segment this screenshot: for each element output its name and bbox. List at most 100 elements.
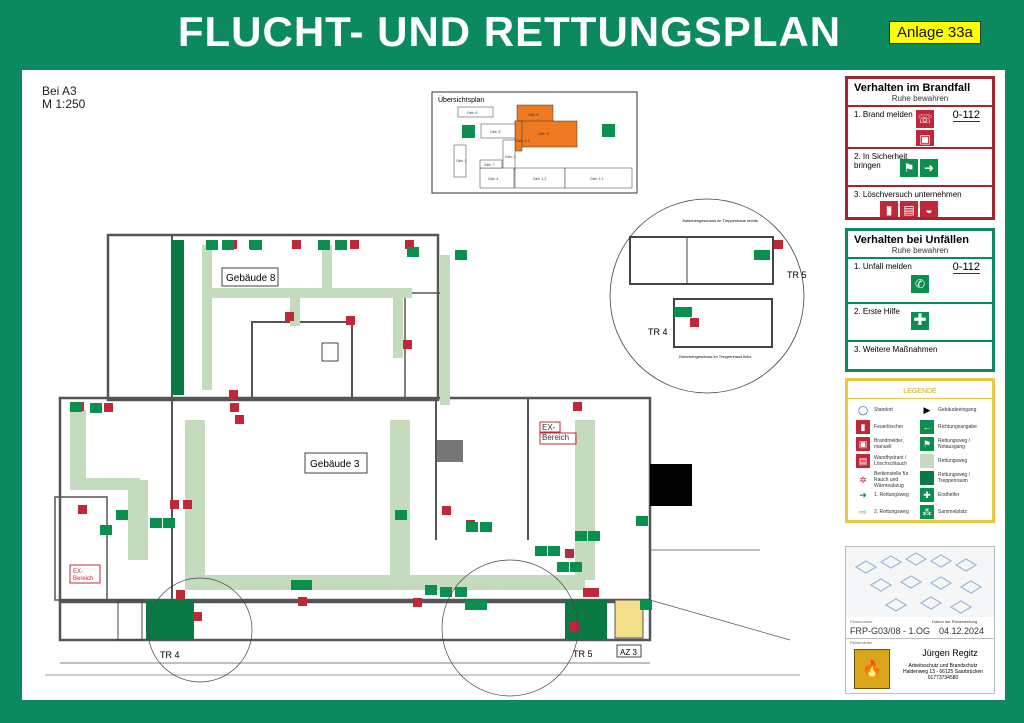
legend-label: Sammelplatz (938, 509, 967, 515)
building-8-label: Gebäude 8 (226, 273, 276, 284)
fire-equipment-sign-icon (442, 506, 451, 515)
ov-label: Geb. 7 (484, 163, 495, 167)
legend-item: ⁂ Sammelplatz (920, 505, 986, 519)
overview-title: Übersichtsplan (438, 96, 484, 104)
legend-label: 1. Rettungsweg (874, 492, 909, 498)
fire-equipment-sign-icon (346, 316, 355, 325)
extinguisher-icon: ▮ (856, 420, 870, 434)
annex-badge: Anlage 33a (889, 21, 981, 44)
legend-label: Ersthelfer (938, 492, 960, 498)
legend-label: Gebäudeeingang (938, 407, 977, 413)
first-aider-icon: ✚ (920, 488, 934, 502)
legend-label: Rettungsweg / Treppenraum (938, 472, 970, 484)
accident-step-2: 2. Erste Hilfe ✚ (848, 304, 992, 342)
exit-sign-icon (222, 240, 234, 250)
exit-sign-icon (640, 600, 652, 610)
step-label: 2. In Sicherheit bringen (854, 152, 908, 170)
route-icon (920, 454, 934, 468)
overview-plan: Übersichtsplan Geb. 6 Geb. 8 Geb. 5 Geb.… (431, 91, 638, 194)
legend-item: ←Richtungsangabe (920, 420, 986, 434)
scale: M 1:250 (42, 97, 86, 111)
exit-sign-icon (548, 546, 560, 556)
fire-step-2: 2. In Sicherheit bringen⚑➜ (848, 149, 992, 187)
legend-item: ▤Wandhydrant / Löschschlauch (856, 454, 922, 468)
escape-routes (70, 245, 595, 590)
author-label: Planersteller (850, 640, 873, 645)
company-name: Arbeitsschutz und Brandschutz (908, 663, 978, 669)
ov-label: Geb. 3 (538, 132, 549, 136)
legend-item: ✚ Ersthelfer (920, 488, 986, 502)
detail-caption-bottom: Zwischengeschoss im Treppenhaus links (679, 354, 752, 359)
legend-item: Rettungsweg (920, 454, 986, 468)
step-label: 2. Erste Hilfe (854, 307, 900, 316)
az3-label: AZ 3 (620, 648, 637, 657)
step-label: 1. Brand melden (854, 110, 913, 119)
exit-sign-icon (575, 531, 587, 541)
exit-sign-icon (570, 562, 582, 572)
exit-sign-icon (466, 522, 478, 532)
legend-label: Bedienstelle für Rauch und Wärmeabzug (874, 471, 909, 489)
ov-label: Geb. 4 (488, 177, 499, 181)
hydrant-icon: ▤ (900, 201, 918, 217)
legend-label: Standort (874, 407, 893, 413)
fire-step-3: 3. Löschversuch unternehmen▮▤◒ (848, 187, 992, 221)
company-logo: 🔥 (854, 649, 890, 689)
smoke-vent-control-icon: ✲ (856, 473, 870, 487)
exit-sign-icon (335, 240, 347, 250)
fire-equipment-sign-icon (285, 312, 294, 321)
exit-sign-icon (300, 580, 312, 590)
exit-sign-icon (480, 522, 492, 532)
exit-sign-icon (163, 518, 175, 528)
fire-equipment-sign-icon (170, 500, 179, 509)
plan-title: FLUCHT- UND RETTUNGSPLAN (177, 8, 842, 55)
legend-label: Brandmelder, manuell (874, 438, 904, 450)
manual-alarm-icon: ▣ (856, 437, 870, 451)
exit-sign-icon (455, 587, 467, 597)
plan-number-label: Plannummer (850, 619, 873, 624)
stairwell-icon (920, 471, 934, 485)
exit-sign-icon (291, 580, 303, 590)
ov-label: Geb. 6 (467, 111, 478, 115)
phone-icon: ☏ (916, 110, 934, 128)
ex-area-label-2: EX-Bereich (542, 423, 569, 442)
fire-equipment-sign-icon (193, 612, 202, 621)
legend-item: ➜1. Rettungsweg (856, 488, 922, 502)
ov-label: Geb. 1.3 (516, 139, 529, 143)
legend-item: Rettungsweg / Treppenraum (920, 471, 986, 485)
ov-label: Geb. 2 (505, 155, 516, 159)
fire-equipment-sign-icon (573, 402, 582, 411)
exit-sign-icon (440, 587, 452, 597)
fire-equipment-sign-icon (583, 588, 592, 597)
ov-label: Geb. 5 (490, 130, 501, 134)
arrow-right-icon: ➜ (920, 159, 938, 177)
detail-caption-top: Zwischengeschoss im Treppenhaus rechts (682, 218, 758, 223)
exit-sign-icon (475, 600, 487, 610)
legend-item: ⇨2. Rettungsweg (856, 505, 922, 519)
plan-date: 04.12.2024 (939, 626, 985, 636)
legend-item: ◯Standort (856, 403, 922, 417)
fire-equipment-sign-icon (413, 598, 422, 607)
tr4-label: TR 4 (160, 650, 180, 660)
ov-label: Geb. 8 (528, 113, 539, 117)
legend-title: LEGENDE (848, 388, 992, 399)
first-aid-icon: ✚ (911, 312, 929, 330)
exit-sign-icon (557, 562, 569, 572)
stairwell-detail: Zwischengeschoss im Treppenhaus rechts T… (609, 198, 807, 394)
ov-label: Geb. 1.2 (533, 177, 546, 181)
legend-label: Wandhydrant / Löschschlauch (874, 455, 908, 467)
accident-instructions-panel: Verhalten bei Unfällen Ruhe bewahren 1. … (845, 228, 995, 372)
title-block: Plannummer FRP-G03/08 - 1.OG Datum der P… (845, 546, 995, 694)
fire-equipment-sign-icon (565, 549, 574, 558)
assembly-point-icon: ⁂ (920, 505, 934, 519)
company-phone: 01773734580 (927, 675, 959, 681)
paper-size: Bei A3 (42, 84, 77, 98)
exit-sign-icon (90, 403, 102, 413)
building-walls (54, 233, 791, 664)
legend-item: ▮Feuerlöscher (856, 420, 922, 434)
exit-sign-icon (455, 250, 467, 260)
exit-sign-icon (425, 585, 437, 595)
ex-area-label: EX-Bereich (73, 569, 93, 582)
exit-sign-icon (100, 525, 112, 535)
legend-item: ⚑Rettungsweg / Notausgang (920, 437, 986, 451)
